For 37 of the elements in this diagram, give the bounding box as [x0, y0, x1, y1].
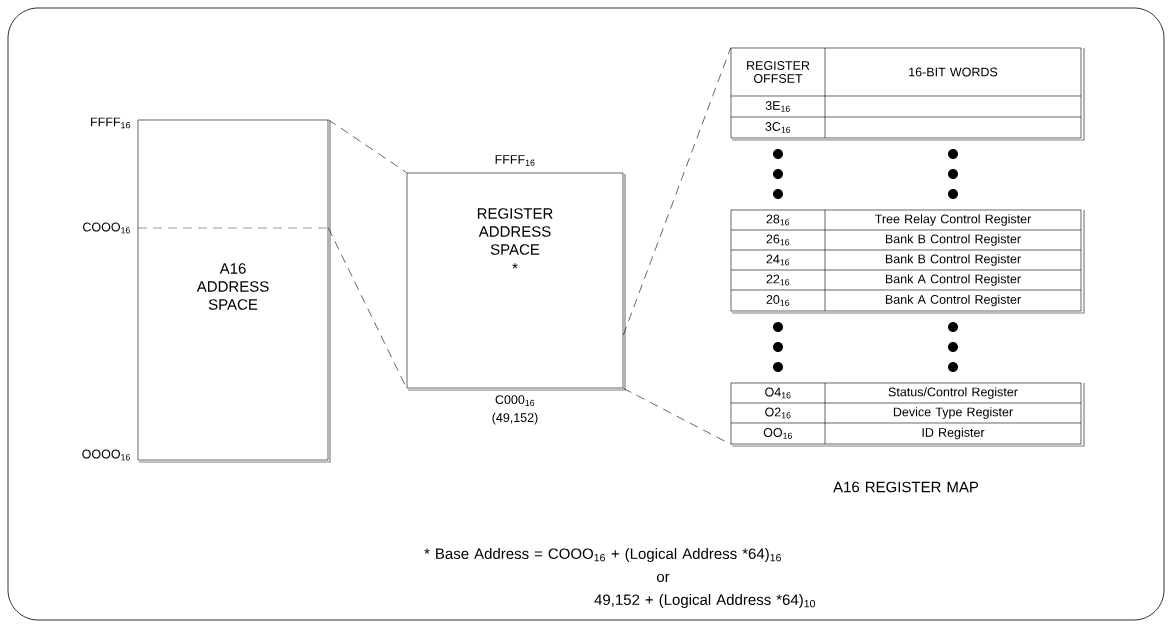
- register-name: Device Type Register: [893, 407, 1013, 419]
- address-label: COOO$_{16}$: [83, 222, 130, 234]
- column-header: REGISTER OFFSET: [747, 61, 810, 83]
- formula-text: 49,152 + (Logical Address *64)$_{10}$: [594, 594, 816, 608]
- register-offset: 28$_{16}$: [766, 214, 790, 226]
- formula-text: * Base Address = COOO$_{16}$ + (Logical Address *64)$_{16}$: [424, 548, 781, 562]
- register-offset: 3C$_{16}$: [765, 122, 791, 133]
- map-caption: A16 REGISTER MAP: [833, 481, 979, 493]
- register-name: Bank A Control Register: [885, 274, 1021, 286]
- register-name: Bank A Control Register: [885, 294, 1021, 307]
- dashed-connector: [623, 388, 731, 445]
- address-label: OOOO$_{16}$: [82, 449, 130, 461]
- register-table: [730, 209, 1085, 314]
- register-name: Status/Control Register: [888, 387, 1018, 399]
- address-label: FFFF$_{16}$: [91, 117, 130, 129]
- register-offset: 3E$_{16}$: [765, 101, 790, 112]
- register-offset: O2$_{16}$: [765, 407, 791, 419]
- register-name: Bank B Control Register: [885, 254, 1021, 266]
- dashed-connector: [623, 47, 731, 336]
- register-offset: O4$_{16}$: [765, 387, 791, 399]
- column-header: 16-BIT WORDS: [909, 67, 998, 77]
- register-space-box: REGISTER ADDRESS SPACE *: [406, 172, 626, 391]
- register-offset: 26$_{16}$: [766, 234, 790, 246]
- dashed-connector: [328, 119, 407, 173]
- register-offset: 20$_{16}$: [766, 295, 790, 306]
- register-offset: 22$_{16}$: [766, 274, 790, 286]
- register-name: ID Register: [922, 427, 985, 440]
- address-label: C000$_{16}$ (49,152): [492, 395, 538, 425]
- address-label: FFFF$_{16}$: [495, 155, 535, 166]
- register-name: Bank B Control Register: [885, 234, 1021, 246]
- register-offset: 24$_{16}$: [766, 254, 790, 266]
- formula-text: or: [656, 573, 670, 583]
- register-table: [730, 382, 1085, 447]
- address-space-box: A16 ADDRESS SPACE: [137, 119, 331, 463]
- register-name: Tree Relay Control Register: [875, 214, 1032, 226]
- register-offset: OO$_{16}$: [763, 428, 792, 439]
- register-table: [730, 47, 1085, 141]
